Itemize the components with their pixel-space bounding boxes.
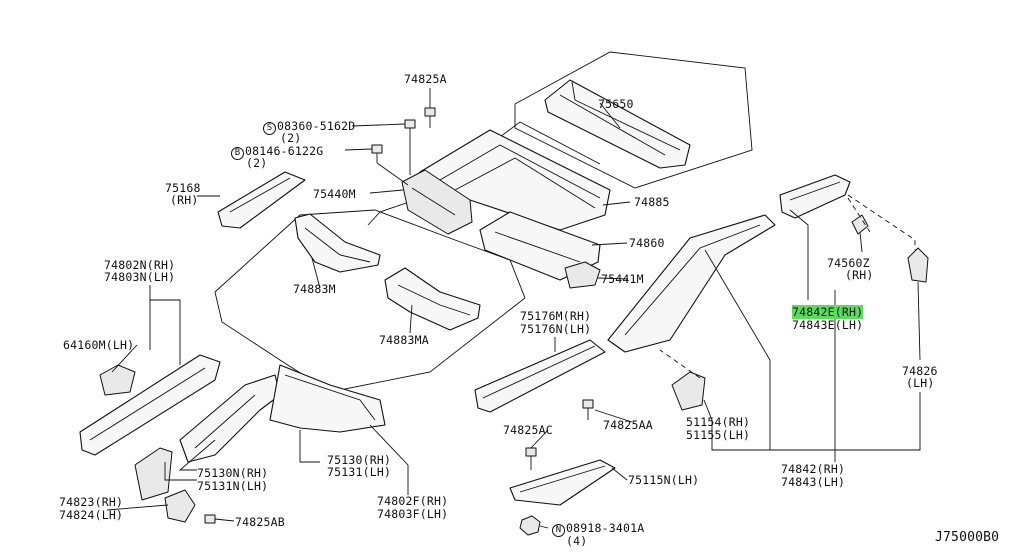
label-74860: 74860 xyxy=(629,236,665,250)
label-74883M: 74883M xyxy=(293,282,336,296)
label-51154: 51154(RH) xyxy=(686,415,751,429)
fastener-08918 xyxy=(519,515,541,536)
fastener-08146 xyxy=(371,144,383,163)
label-74885: 74885 xyxy=(634,195,670,209)
part-74825AB-bracket xyxy=(164,489,196,523)
part-75168 xyxy=(217,171,306,229)
part-75441M xyxy=(564,261,601,289)
part-74560Z xyxy=(851,214,869,235)
label-74802N: 74802N(RH) xyxy=(104,258,176,272)
label-08146-qty: (2) xyxy=(246,156,268,170)
part-74860 xyxy=(479,211,601,281)
part-74823 xyxy=(134,447,173,501)
diagram-code: J75000B0 xyxy=(935,530,1000,545)
label-75115N: 75115N(LH) xyxy=(628,473,700,487)
label-75440M: 75440M xyxy=(313,187,356,201)
label-74802F: 74802F(RH) xyxy=(377,494,449,508)
fastener-08360 xyxy=(404,119,416,138)
label-75168-side: (RH) xyxy=(170,193,199,207)
highlighted-part-number: 74842E(RH) xyxy=(792,305,864,319)
part-number: 08918-3401A xyxy=(566,521,645,535)
fastener-74825AA xyxy=(582,399,594,420)
part-number: 08360-5162D xyxy=(277,119,356,133)
part-51154 xyxy=(671,371,706,411)
label-51155: 51155(LH) xyxy=(686,428,751,442)
fastener-74825AC xyxy=(525,447,537,470)
label-75130: 75130(RH) xyxy=(327,453,392,467)
label-75168: 75168 xyxy=(165,181,201,195)
label-74825AC: 74825AC xyxy=(503,423,553,437)
label-74842E-highlighted: 74842E(RH) xyxy=(792,305,864,319)
part-75130 xyxy=(269,364,386,433)
label-74825AB: 74825AB xyxy=(235,515,285,529)
part-74826 xyxy=(907,247,929,283)
part-75130N xyxy=(179,374,281,463)
label-75131N: 75131N(LH) xyxy=(197,479,269,493)
label-74826-side: (LH) xyxy=(906,376,935,390)
part-75115N xyxy=(509,459,616,506)
label-74560Z: 74560Z xyxy=(827,256,870,270)
s-symbol-icon: S xyxy=(263,122,276,135)
label-74825AA: 74825AA xyxy=(603,418,653,432)
rear-floor-outline xyxy=(514,51,753,189)
label-74803F: 74803F(LH) xyxy=(377,507,449,521)
part-74842E xyxy=(607,214,776,353)
part-74883MA xyxy=(384,267,481,331)
label-75176M: 75176M(RH) xyxy=(520,309,592,323)
label-74843: 74843(LH) xyxy=(781,475,846,489)
n-symbol-icon: N xyxy=(552,524,565,537)
label-74824: 74824(LH) xyxy=(59,508,124,522)
label-74560Z-side: (RH) xyxy=(845,268,874,282)
label-75130N: 75130N(RH) xyxy=(197,466,269,480)
part-74802N xyxy=(79,354,221,456)
part-64160M xyxy=(99,364,136,396)
part-75440M xyxy=(401,169,473,235)
part-74883M xyxy=(294,213,381,273)
part-number: 08146-6122G xyxy=(245,144,324,158)
fastener-74825AB xyxy=(204,514,216,524)
label-64160M: 64160M(LH) xyxy=(63,338,135,352)
part-75650 xyxy=(544,79,691,169)
label-08360-qty: (2) xyxy=(280,131,302,145)
part-74842-upper xyxy=(779,174,851,219)
b-symbol-icon: B xyxy=(231,147,244,160)
label-75131: 75131(LH) xyxy=(327,465,392,479)
label-74883MA: 74883MA xyxy=(379,333,429,347)
label-75441M: 75441M xyxy=(601,272,644,286)
label-74803N: 74803N(LH) xyxy=(104,270,176,284)
front-floor-outline xyxy=(214,209,526,393)
label-08918-qty: (4) xyxy=(566,534,588,548)
label-74843E: 74843E(LH) xyxy=(792,318,864,332)
label-75176N: 75176N(LH) xyxy=(520,322,592,336)
fastener-74825A xyxy=(424,107,436,128)
label-74826: 74826 xyxy=(902,364,938,378)
label-75650: 75650 xyxy=(598,97,634,111)
leader-lines xyxy=(106,88,921,529)
label-74825A: 74825A xyxy=(404,72,447,86)
label-74842: 74842(RH) xyxy=(781,462,846,476)
part-75176M xyxy=(474,339,606,413)
label-74823: 74823(RH) xyxy=(59,495,124,509)
